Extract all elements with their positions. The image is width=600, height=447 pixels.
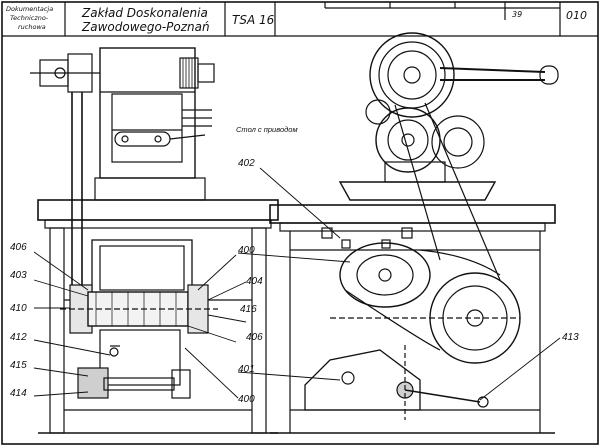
callout-label: 400	[238, 394, 255, 405]
doc-type-line1: Dokumentacja	[6, 5, 53, 13]
callout-label: 413	[562, 332, 579, 343]
leader-lines	[33, 167, 561, 401]
callout-label: 402	[238, 158, 255, 169]
callout-label: 416	[240, 304, 257, 315]
sheet-number: 39	[512, 10, 522, 19]
callout-label: 401	[238, 364, 255, 375]
model-designation: TSA 16	[232, 13, 275, 27]
callout-labels: 402 406 403 410 412 415 414 400 404 416 …	[10, 158, 579, 405]
callout-label: 412	[10, 332, 27, 343]
company-name-line1: Zakład Doskonalenia	[81, 6, 208, 20]
company-name-line2: Zawodowego-Poznań	[81, 20, 210, 34]
callout-label: 406	[10, 242, 27, 253]
callout-label: 415	[10, 360, 27, 371]
title-block	[2, 2, 598, 37]
callout-label: 404	[246, 276, 263, 287]
doc-type-line2: Techniczno-	[10, 14, 49, 22]
right-machine-view	[269, 32, 559, 434]
callout-label: 406	[246, 332, 263, 343]
title-block-text: Dokumentacja Techniczno- ruchowa Zakład …	[6, 5, 587, 34]
callout-label: 403	[10, 270, 27, 281]
doc-type-line3: ruchowa	[18, 23, 46, 31]
document-number: 010	[566, 9, 587, 22]
callout-label: 400	[238, 245, 255, 256]
callout-label: 410	[10, 303, 27, 314]
callout-label: 414	[10, 388, 27, 399]
left-machine-view	[30, 47, 279, 434]
drawing-annotation: Стол с приводом	[236, 125, 298, 134]
